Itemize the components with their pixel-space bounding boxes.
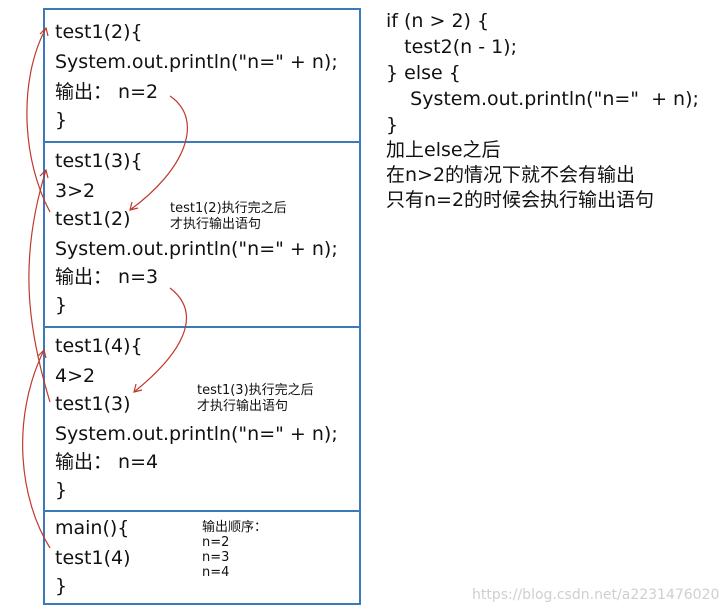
- frame-line: System.out.println("n=" + n);: [55, 51, 338, 73]
- explanation-line: 加上else之后: [386, 139, 501, 161]
- code-line: System.out.println("n=" + n);: [386, 88, 699, 110]
- frame-line: test1(2): [55, 208, 131, 230]
- frame-line: 输出： n=3: [55, 266, 159, 288]
- code-line: if (n > 2) {: [386, 10, 490, 32]
- frame-test1-2: test1(2){ System.out.println("n=" + n); …: [45, 10, 359, 143]
- frame-line: test1(4): [55, 547, 131, 569]
- frame-line: test1(2){: [55, 21, 143, 43]
- explanation-text: 加上else之后 在n>2的情况下就不会有输出 只有n=2的时候会执行输出语句: [386, 138, 654, 213]
- frame-line: }: [55, 109, 68, 131]
- code-line: }: [386, 114, 399, 136]
- code-line: } else {: [386, 62, 461, 84]
- frame-line: System.out.println("n=" + n);: [55, 423, 338, 445]
- frame-line: test1(3): [55, 393, 131, 415]
- call-stack-diagram: test1(2){ System.out.println("n=" + n); …: [43, 8, 361, 605]
- frame-line: }: [55, 575, 68, 597]
- frame-line: 3>2: [55, 180, 96, 202]
- frame-note: test1(2)执行完之后 才执行输出语句: [170, 201, 287, 232]
- output-order-note: 输出顺序： n=2 n=3 n=4: [202, 520, 268, 580]
- explanation-line: 只有n=2的时候会执行输出语句: [386, 189, 655, 211]
- frame-line: 4>2: [55, 365, 96, 387]
- frame-note: test1(3)执行完之后 才执行输出语句: [197, 383, 314, 414]
- frame-test1-3: test1(3){ 3>2 test1(2) System.out.printl…: [45, 143, 359, 328]
- frame-line: 输出： n=4: [55, 451, 159, 473]
- frame-line: }: [55, 294, 68, 316]
- frame-line: 输出： n=2: [55, 81, 159, 103]
- frame-line: }: [55, 479, 68, 501]
- frame-line: test1(3){: [55, 150, 143, 172]
- frame-test1-4: test1(4){ 4>2 test1(3) System.out.printl…: [45, 328, 359, 512]
- frame-line: test1(4){: [55, 335, 143, 357]
- explanation-line: 在n>2的情况下就不会有输出: [386, 164, 636, 186]
- watermark: https://blog.csdn.net/a2231476020: [472, 587, 720, 603]
- frame-line: System.out.println("n=" + n);: [55, 238, 338, 260]
- frame-line: main(){: [55, 517, 130, 539]
- frame-main: main(){ test1(4) } 输出顺序： n=2 n=3 n=4: [45, 512, 359, 603]
- code-snippet: if (n > 2) { test2(n - 1); } else { Syst…: [386, 8, 699, 138]
- code-line: test2(n - 1);: [386, 36, 517, 58]
